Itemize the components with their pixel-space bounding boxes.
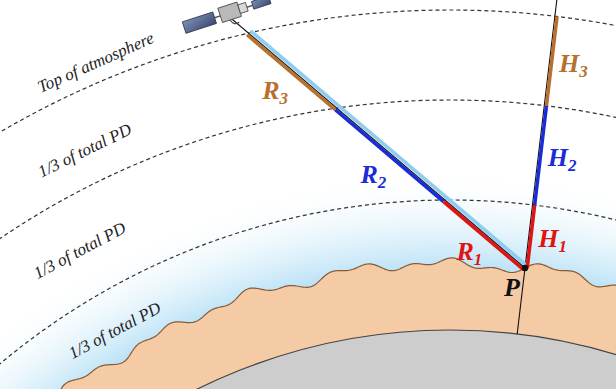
segment-symbol: H2	[548, 145, 577, 171]
zenith-segment	[546, 16, 557, 105]
slant-path-line	[226, 14, 525, 268]
station-point	[522, 265, 528, 271]
segment-symbol: H1	[538, 226, 567, 252]
layer-boundary	[0, 10, 616, 389]
panel-arm	[215, 16, 221, 18]
layer-boundary	[0, 200, 616, 389]
solar-panel	[182, 12, 216, 33]
segment-symbol: R3	[262, 78, 288, 104]
segment-symbol: R1	[457, 239, 483, 265]
slant-segment	[335, 110, 443, 202]
antenna	[230, 18, 239, 26]
satellite-module	[238, 2, 248, 13]
slant-segment	[444, 202, 524, 270]
segment-symbol: H3	[559, 51, 588, 77]
subscript: 2	[378, 173, 387, 192]
zenith-segment	[527, 205, 534, 268]
layer-boundary	[0, 100, 616, 389]
point-label: P	[504, 275, 520, 301]
subscript: 3	[280, 89, 289, 108]
zenith-segment	[535, 106, 547, 205]
panel-arm	[247, 5, 253, 7]
satellite-icon	[182, 0, 274, 39]
subscript: 1	[474, 250, 483, 269]
subscript: 2	[568, 156, 577, 175]
subscript: 3	[579, 62, 588, 81]
solar-panel	[251, 0, 271, 9]
segment-symbol: R2	[360, 162, 386, 188]
signal-ray	[250, 31, 527, 266]
layer-label: Top of atmosphere	[35, 29, 156, 95]
layer-label: 1/3 of total PD	[36, 120, 135, 180]
slant-segment	[247, 35, 335, 110]
subscript: 1	[558, 237, 567, 256]
